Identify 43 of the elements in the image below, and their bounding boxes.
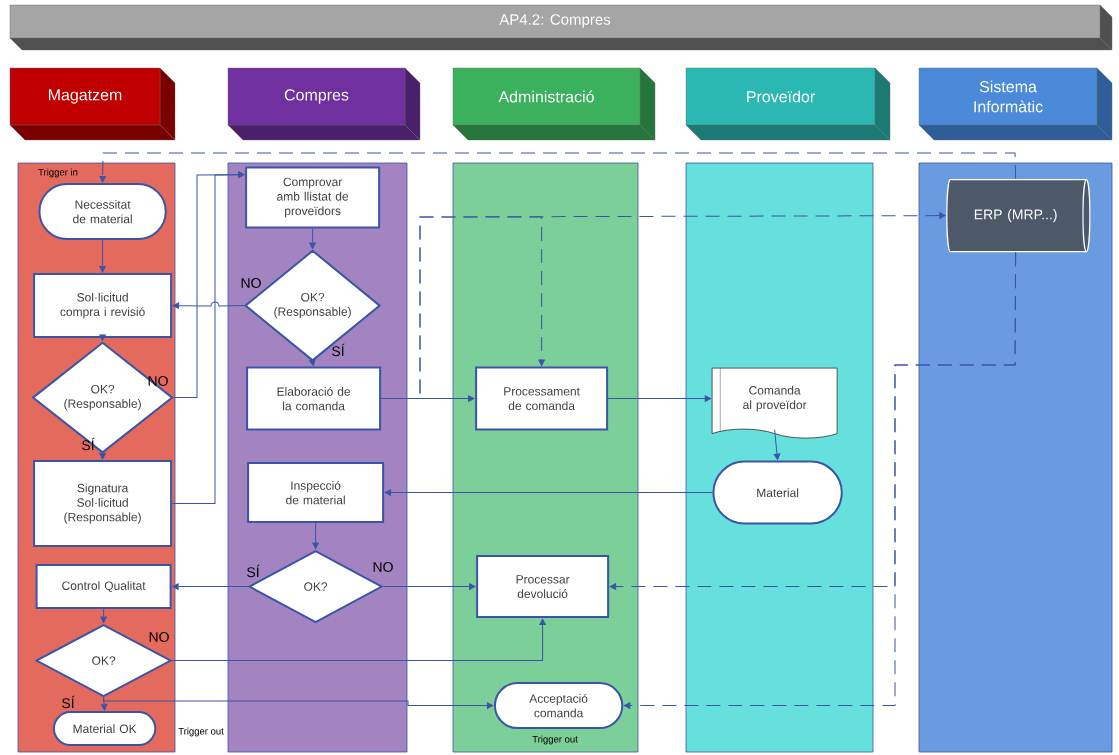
arrow (607, 395, 712, 402)
arrow (99, 334, 106, 341)
title-bar: AP4.2: Compres (9, 4, 1113, 51)
process-box: Sol·licitud compra i revisió (33, 273, 173, 339)
process-box: Inspecció de material (247, 462, 385, 524)
trigger-label: Trigger in (38, 168, 78, 178)
arrow (103, 697, 494, 709)
edge-label: NO (149, 632, 169, 642)
arrow (384, 489, 713, 496)
arrow (172, 301, 245, 309)
database-cylinder: ERP (MRP...) (946, 179, 1091, 253)
trigger-label: Trigger out (178, 727, 224, 737)
process-box: Signatura Sol·licitud (Responsable) (33, 460, 173, 548)
lane-header: Administració (452, 67, 656, 141)
trigger-label: Trigger out (532, 735, 578, 745)
arrow (773, 429, 781, 460)
arrow (99, 239, 106, 273)
arrow (171, 171, 245, 505)
arrow (312, 522, 319, 549)
edge-label: SÍ (82, 437, 95, 451)
arrow (99, 452, 106, 460)
edge-label: SÍ (247, 564, 260, 578)
process-box: Processar devolució (476, 555, 610, 619)
edge-label: SÍ (332, 343, 345, 357)
process-box: Control Qualitat (35, 564, 172, 610)
lane-header: Proveïdor (685, 67, 891, 141)
arrow (380, 212, 946, 400)
edge-label: NO (241, 278, 261, 288)
arrow (171, 618, 546, 662)
lane-header: Compres (227, 67, 421, 141)
process-box: Elaboració de la comanda (246, 366, 382, 431)
arrow (382, 583, 476, 590)
arrow (100, 608, 107, 623)
arrow (99, 152, 1017, 183)
arrow (623, 251, 1017, 709)
lane-header: Sistema Informàtic (918, 67, 1113, 141)
process-box: Processament de comanda (475, 366, 609, 431)
process-box: Comprovar amb llistat de proveïdors (245, 166, 381, 229)
lane-header: Magatzem (9, 67, 176, 141)
arrow (309, 359, 316, 366)
arrow (172, 583, 249, 590)
edge-label: SÍ (62, 695, 75, 709)
arrow (309, 228, 316, 249)
